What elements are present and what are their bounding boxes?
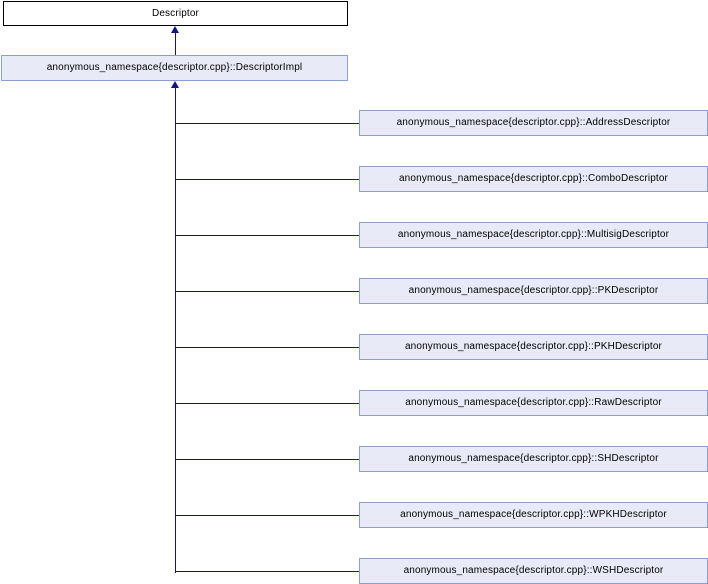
class-node-label: anonymous_namespace{descriptor.cpp}::Add…	[396, 117, 671, 128]
edge-branch-9	[175, 571, 359, 572]
class-node-label: anonymous_namespace{descriptor.cpp}::WSH…	[403, 565, 664, 576]
class-node-label: anonymous_namespace{descriptor.cpp}::PKH…	[404, 341, 663, 352]
class-node-pkhdescriptor[interactable]: anonymous_namespace{descriptor.cpp}::PKH…	[359, 334, 708, 360]
class-node-multisigdescriptor[interactable]: anonymous_namespace{descriptor.cpp}::Mul…	[359, 222, 708, 248]
class-node-combodescriptor[interactable]: anonymous_namespace{descriptor.cpp}::Com…	[359, 166, 708, 192]
edge-branch-6	[175, 403, 359, 404]
edge-branch-3	[175, 235, 359, 236]
class-node-addressdescriptor[interactable]: anonymous_namespace{descriptor.cpp}::Add…	[359, 110, 708, 136]
arrowhead-root	[171, 26, 179, 33]
class-node-label: anonymous_namespace{descriptor.cpp}::Com…	[398, 173, 669, 184]
edge-branch-4	[175, 291, 359, 292]
arrowhead-descriptorimpl	[171, 81, 179, 88]
class-node-label: anonymous_namespace{descriptor.cpp}::SHD…	[408, 453, 659, 464]
class-node-label: anonymous_namespace{descriptor.cpp}::WPK…	[400, 509, 667, 520]
edge-branch-1	[175, 123, 359, 124]
edge-branch-7	[175, 459, 359, 460]
class-node-pkdescriptor[interactable]: anonymous_namespace{descriptor.cpp}::PKD…	[359, 278, 708, 304]
class-node-label: anonymous_namespace{descriptor.cpp}::Raw…	[405, 397, 662, 408]
edge-trunk	[175, 88, 176, 573]
class-node-wpkhdescriptor[interactable]: anonymous_namespace{descriptor.cpp}::WPK…	[359, 502, 708, 528]
class-node-label: anonymous_namespace{descriptor.cpp}::PKD…	[408, 285, 659, 296]
class-node-descriptor[interactable]: Descriptor	[3, 1, 348, 26]
edge-root-to-impl	[175, 33, 176, 55]
class-node-descriptorimpl[interactable]: anonymous_namespace{descriptor.cpp}::Des…	[1, 55, 348, 81]
edge-branch-2	[175, 179, 359, 180]
edge-branch-5	[175, 347, 359, 348]
class-node-label: anonymous_namespace{descriptor.cpp}::Des…	[46, 62, 303, 73]
class-node-label: Descriptor	[151, 7, 200, 19]
class-node-shdescriptor[interactable]: anonymous_namespace{descriptor.cpp}::SHD…	[359, 446, 708, 472]
class-node-wshdescriptor[interactable]: anonymous_namespace{descriptor.cpp}::WSH…	[359, 558, 708, 584]
edge-branch-8	[175, 515, 359, 516]
class-node-label: anonymous_namespace{descriptor.cpp}::Mul…	[397, 229, 670, 240]
class-node-rawdescriptor[interactable]: anonymous_namespace{descriptor.cpp}::Raw…	[359, 390, 708, 416]
